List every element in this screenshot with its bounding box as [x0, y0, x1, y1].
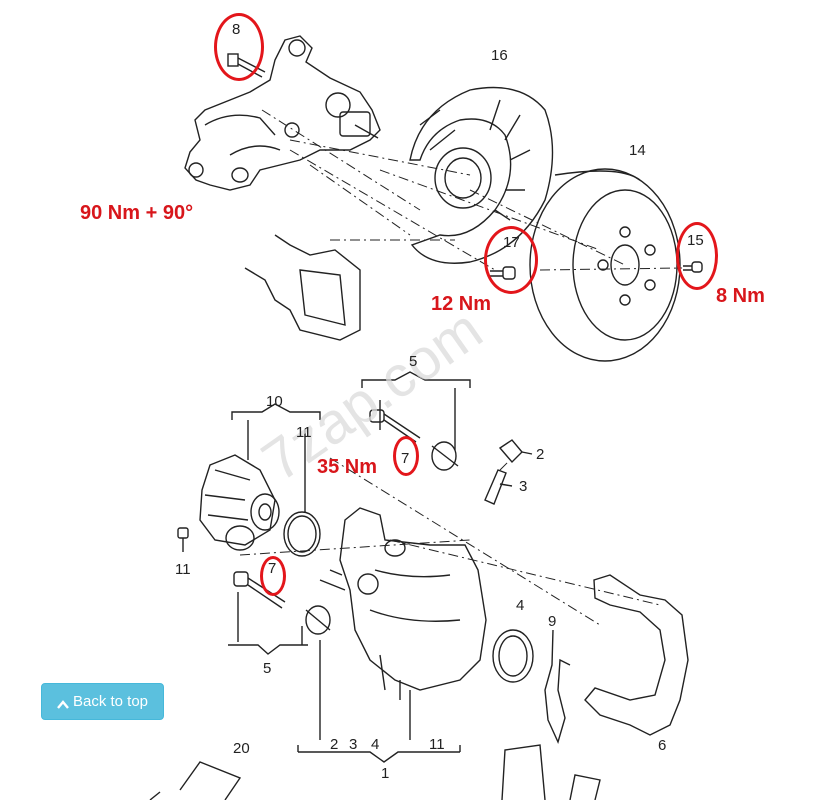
- bolt-11: [177, 527, 189, 552]
- callout-3-group: 3: [349, 736, 358, 753]
- dust-shield: [409, 86, 554, 264]
- callout-11-group: 11: [429, 736, 445, 753]
- torque-disc-screw: 8 Nm: [716, 285, 765, 307]
- callout-6: 6: [658, 737, 667, 754]
- callout-1: 1: [381, 765, 390, 782]
- torque-hub-bolt: 90 Nm + 90°: [80, 202, 194, 224]
- piston-seal: [492, 629, 534, 683]
- bleed-cap: [498, 439, 533, 464]
- callout-7-lower: 7: [268, 560, 277, 577]
- callout-4: 4: [516, 597, 525, 614]
- highlight-bolt-8: [214, 13, 264, 81]
- callout-4-group: 4: [371, 736, 380, 753]
- callout-20: 20: [233, 740, 250, 757]
- chevron-up-icon: [57, 697, 69, 709]
- callout-9: 9: [548, 613, 557, 630]
- highlight-screw-15: [676, 222, 718, 290]
- assembly-lines: [239, 109, 683, 626]
- callout-7-upper: 7: [401, 450, 410, 467]
- torque-shield-bolt: 12 Nm: [431, 293, 492, 315]
- pad-bottom: [149, 744, 601, 800]
- bracket-5-bottom: [228, 644, 308, 655]
- brake-disc: [529, 168, 681, 362]
- callout-8: 8: [232, 21, 241, 38]
- callout-17: 17: [503, 234, 520, 251]
- bracket-5-top: [361, 371, 471, 388]
- caliper-carrier: [584, 574, 689, 736]
- caliper-upper: [244, 234, 361, 341]
- wheel-bearing-housing: [184, 35, 381, 191]
- callout-2: 2: [536, 446, 545, 463]
- highlight-guide-bolt-lower: [260, 556, 286, 596]
- back-to-top-button[interactable]: Back to top: [41, 683, 164, 720]
- callout-5-top: 5: [409, 353, 418, 370]
- bracket-1: [297, 745, 461, 763]
- callout-11-bolt: 11: [175, 561, 191, 578]
- bracket-10: [231, 403, 321, 420]
- callout-5-bottom: 5: [263, 660, 272, 677]
- back-to-top-label: Back to top: [72, 693, 149, 710]
- callout-15: 15: [687, 232, 704, 249]
- seal-ring: [283, 511, 321, 557]
- torque-guide-bolt: 35 Nm: [317, 456, 378, 478]
- callout-10: 10: [266, 393, 283, 410]
- bleed-valve: [484, 469, 513, 505]
- callout-16: 16: [491, 47, 508, 64]
- highlight-screw-17: [484, 226, 538, 294]
- callout-2-group: 2: [330, 736, 339, 753]
- callout-11-ring: 11: [296, 424, 312, 441]
- spring-clip: [544, 629, 571, 745]
- callout-14: 14: [629, 142, 646, 159]
- callout-3: 3: [519, 478, 528, 495]
- highlight-guide-bolt-upper: [393, 436, 419, 476]
- parking-motor: [199, 454, 280, 551]
- caliper-housing: [319, 507, 487, 700]
